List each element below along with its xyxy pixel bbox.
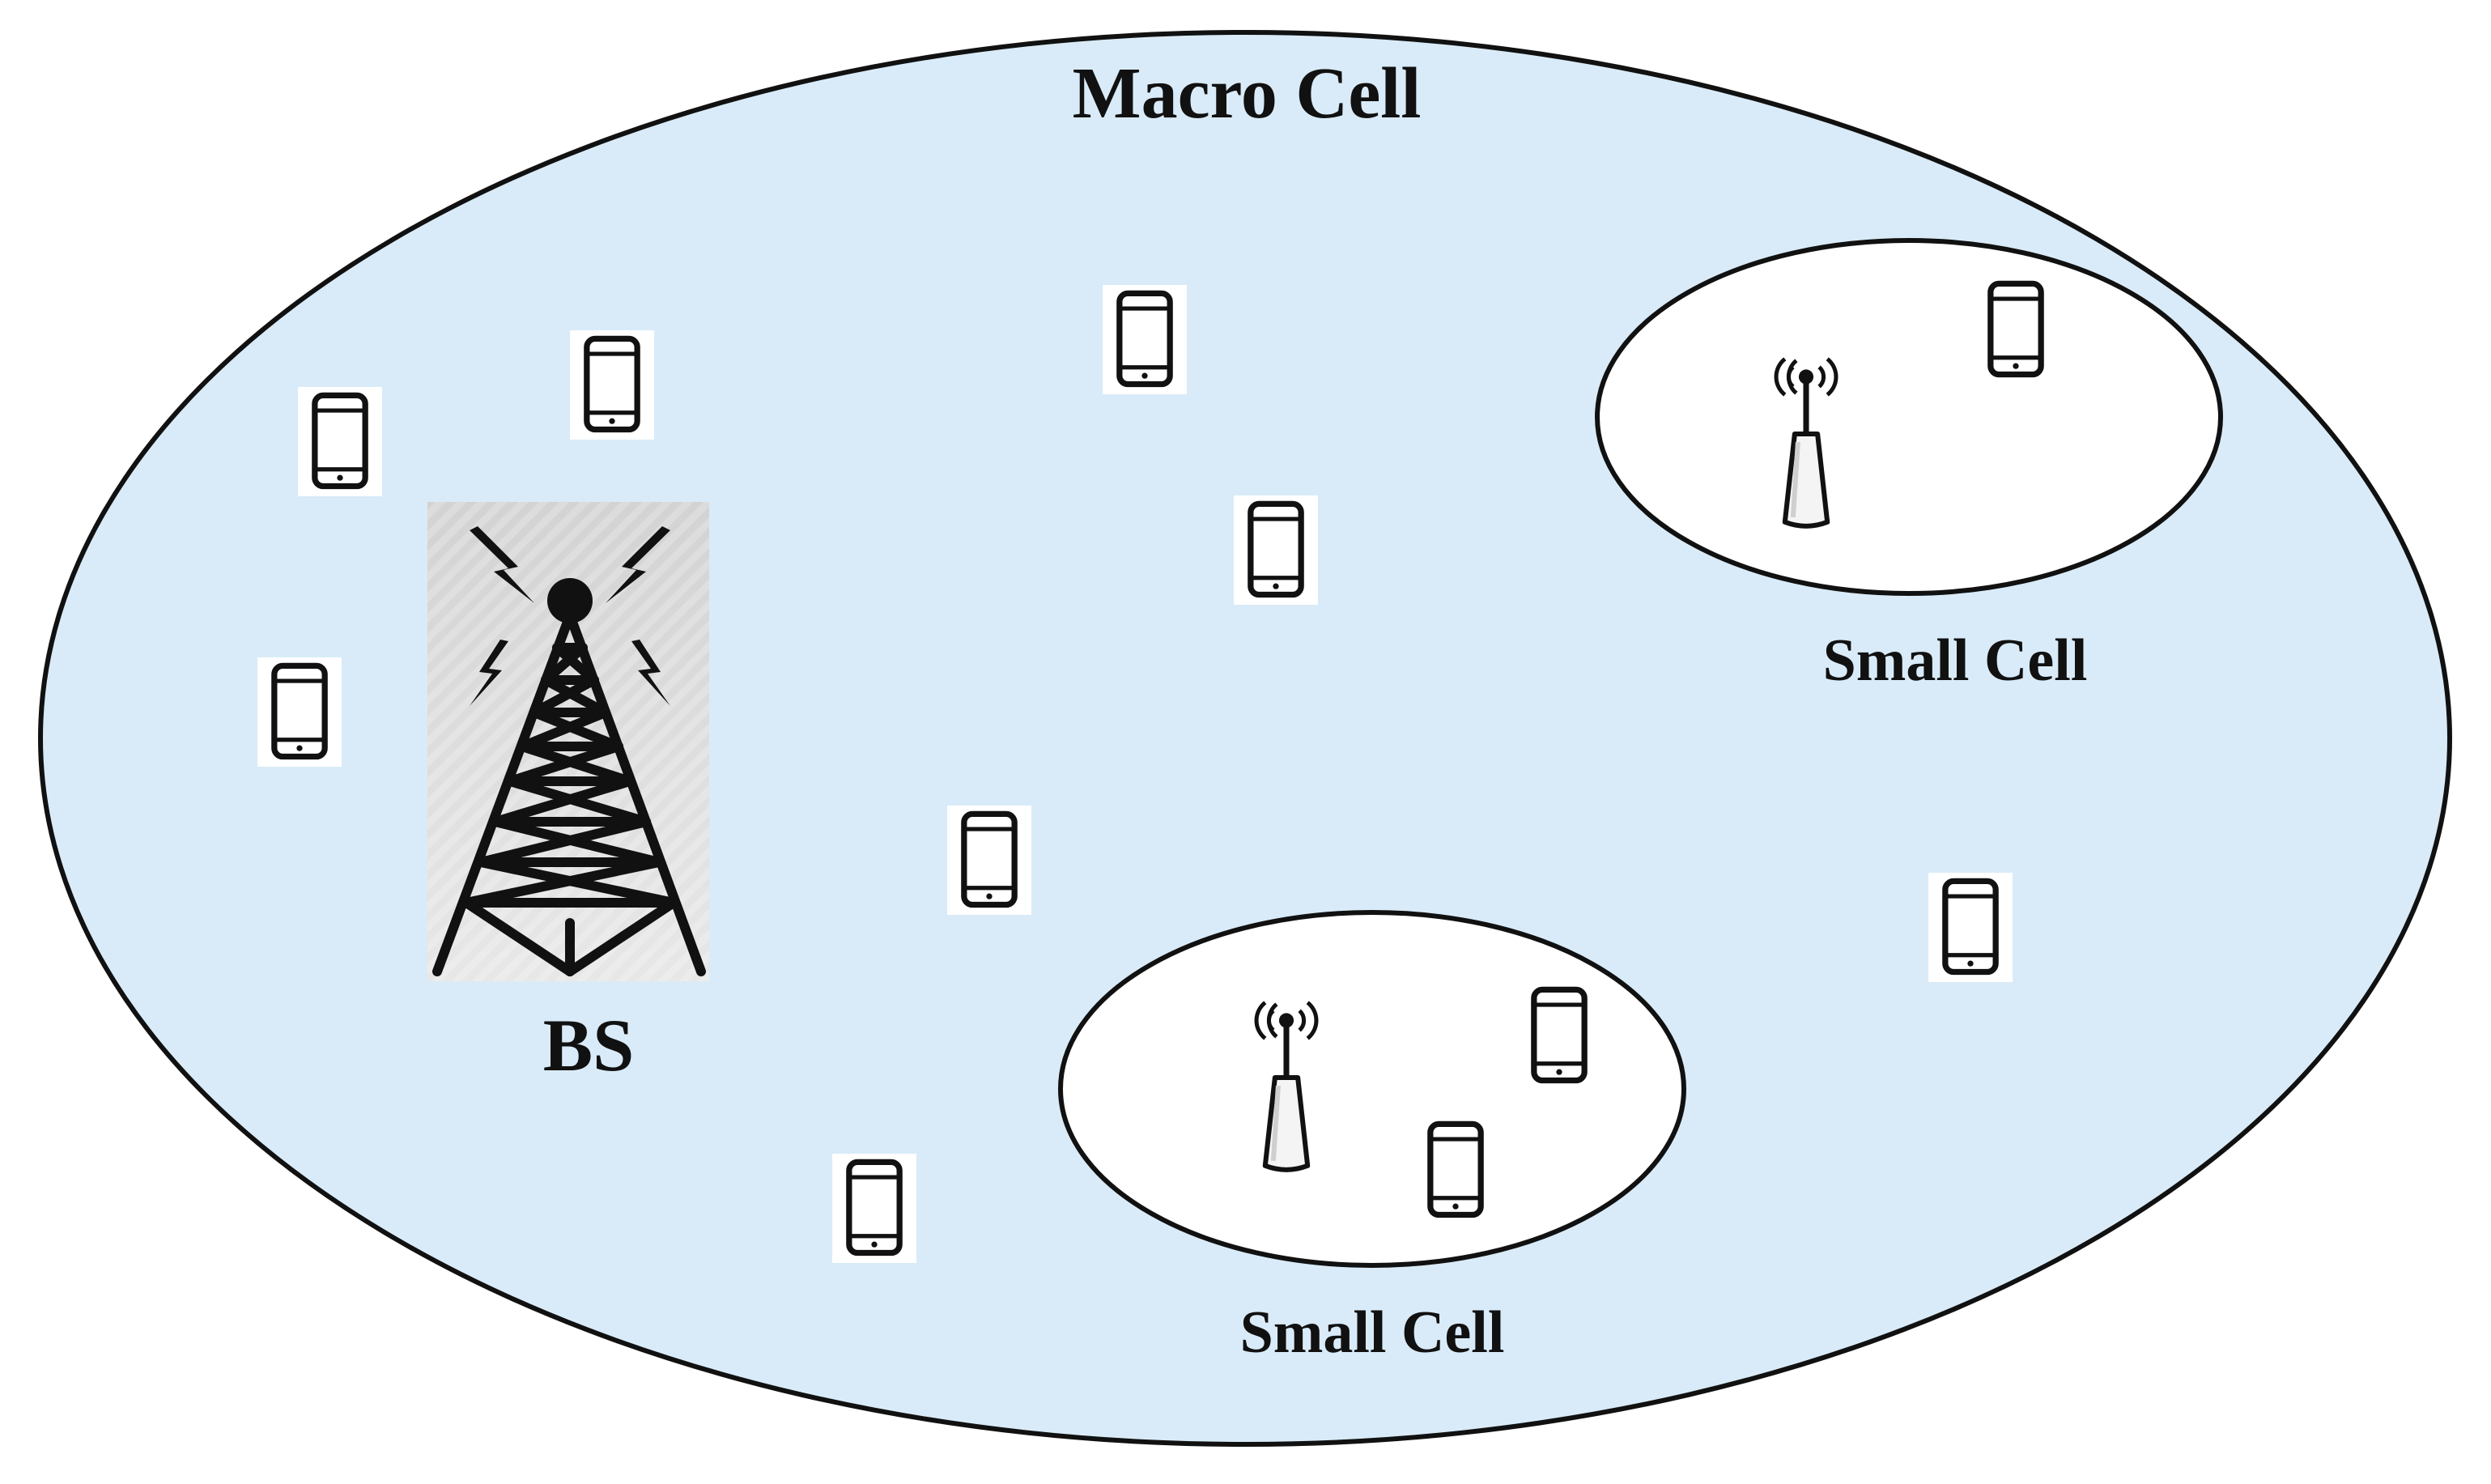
base-station-label: BS (543, 1004, 635, 1086)
smartphone-icon (1234, 495, 1318, 605)
antenna-icon (1238, 972, 1336, 1184)
smartphone-icon (947, 806, 1031, 915)
smartphone-icon (1974, 275, 2058, 385)
smartphone-icon (832, 1154, 916, 1263)
small-cell-area-upper (1595, 238, 2223, 596)
cell-tower-icon (427, 502, 709, 981)
small-cell-label-upper: Small Cell (1823, 627, 2088, 694)
smartphone-icon (257, 657, 342, 767)
smartphone-icon (1517, 981, 1601, 1091)
smartphone-icon (1413, 1116, 1498, 1225)
smartphone-icon (1103, 285, 1187, 394)
small-cell-label-lower: Small Cell (1240, 1299, 1505, 1366)
smartphone-icon (570, 330, 654, 440)
smartphone-icon (1928, 873, 2013, 982)
smartphone-icon (298, 387, 382, 496)
macro-cell-label: Macro Cell (1073, 53, 1422, 134)
antenna-icon (1758, 328, 1855, 540)
